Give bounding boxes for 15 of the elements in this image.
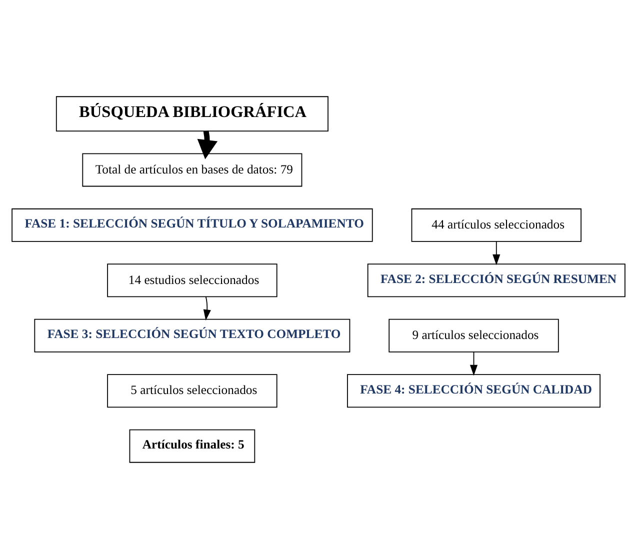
node-box: FASE 1: SELECCIÓN SEGÚN TÍTULO Y SOLAPAMIENTO <box>12 208 373 242</box>
node-box: Total de artículos en bases de datos: 79 <box>82 153 302 187</box>
node-box: Artículos finales: 5 <box>129 429 256 463</box>
node-box: FASE 2: SELECCIÓN SEGÚN RESUMEN <box>367 264 626 298</box>
arrow <box>470 352 478 376</box>
node-box: 14 estudios seleccionados <box>107 264 278 298</box>
node-box: FASE 4: SELECCIÓN SEGÚN CALIDAD <box>347 374 601 408</box>
node-box: 5 artículos seleccionados <box>107 374 278 408</box>
arrow <box>197 130 218 160</box>
node-box: BÚSQUEDA BIBLIOGRÁFICA <box>56 96 328 132</box>
arrow <box>492 241 500 266</box>
arrow <box>203 296 211 320</box>
node-box: FASE 3: SELECCIÓN SEGÚN TEXTO COMPLETO <box>34 318 350 352</box>
node-box: 44 artículos seleccionados <box>411 208 582 242</box>
node-box: 9 artículos seleccionados <box>388 318 559 352</box>
